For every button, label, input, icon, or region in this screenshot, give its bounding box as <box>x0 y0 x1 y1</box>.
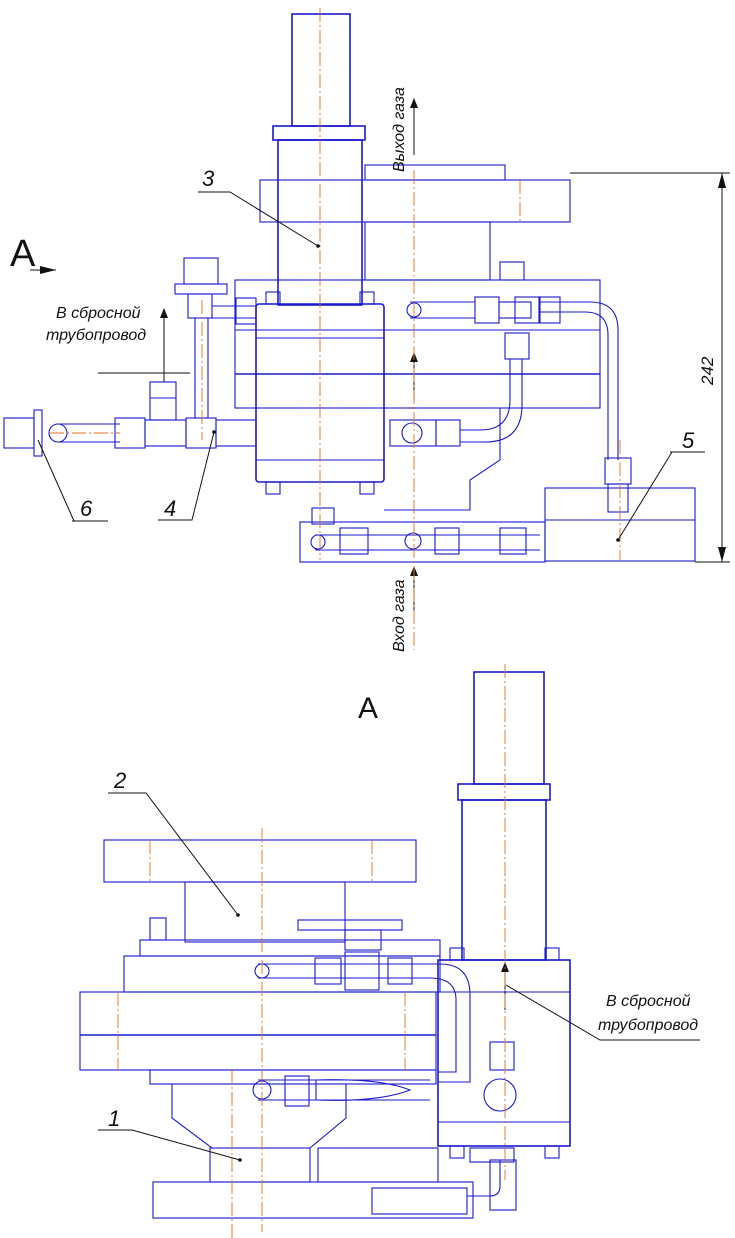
callout-1: 1 <box>108 1106 120 1131</box>
view-a-outlet-flange <box>103 839 417 883</box>
regulator-neck <box>364 221 491 281</box>
callout-5: 5 <box>682 428 695 453</box>
callout-4: 4 <box>164 496 176 521</box>
callout-2: 2 <box>113 768 126 793</box>
vent-label-top-line1: В сбросной <box>56 305 141 322</box>
bolt-head <box>359 291 375 305</box>
bottom-tube <box>315 534 540 551</box>
vent-cap <box>183 257 219 285</box>
vent-label-bottom-line1: В сбросной <box>606 993 691 1010</box>
view-a-membrane-housing <box>79 991 437 1071</box>
dimension-242-label: 242 <box>698 356 717 386</box>
view-a-fitting <box>483 1078 517 1112</box>
bolt-head <box>359 481 375 495</box>
tube-fitting <box>604 457 632 485</box>
vent-label-top-line2: трубопровод <box>46 327 146 344</box>
spring-cap <box>291 13 351 127</box>
flange-neck <box>364 164 506 181</box>
outlet-flange <box>259 179 571 223</box>
gas-inlet-label: Вход газа <box>391 579 408 652</box>
section-arrow-label: A <box>10 233 36 275</box>
bolt-head <box>265 481 281 495</box>
valve-knob <box>401 422 423 444</box>
top-nut <box>499 261 525 281</box>
lower-body <box>384 407 501 511</box>
view-a-impulse-tube <box>258 963 471 1083</box>
view-title: A <box>358 692 378 725</box>
impulse-tube <box>540 301 619 460</box>
view-a-inlet-flange <box>152 1181 474 1219</box>
top-tube <box>410 301 475 319</box>
end-fitting-6 <box>3 417 35 449</box>
bolt-head <box>265 291 281 305</box>
vent-label-bottom-line2: трубопровод <box>598 1017 698 1034</box>
tee-fitting <box>514 296 540 324</box>
main-housing <box>234 279 601 409</box>
view-a <box>79 664 700 1238</box>
cap-collar <box>272 125 366 141</box>
top-view <box>3 8 730 650</box>
handwheel <box>297 919 403 931</box>
callout-3: 3 <box>202 166 215 191</box>
view-a-valve-body <box>437 959 571 1147</box>
view-a-spring-cap <box>473 671 545 785</box>
gas-outlet-label: Выход газа <box>391 87 408 172</box>
callout-6: 6 <box>80 496 93 521</box>
